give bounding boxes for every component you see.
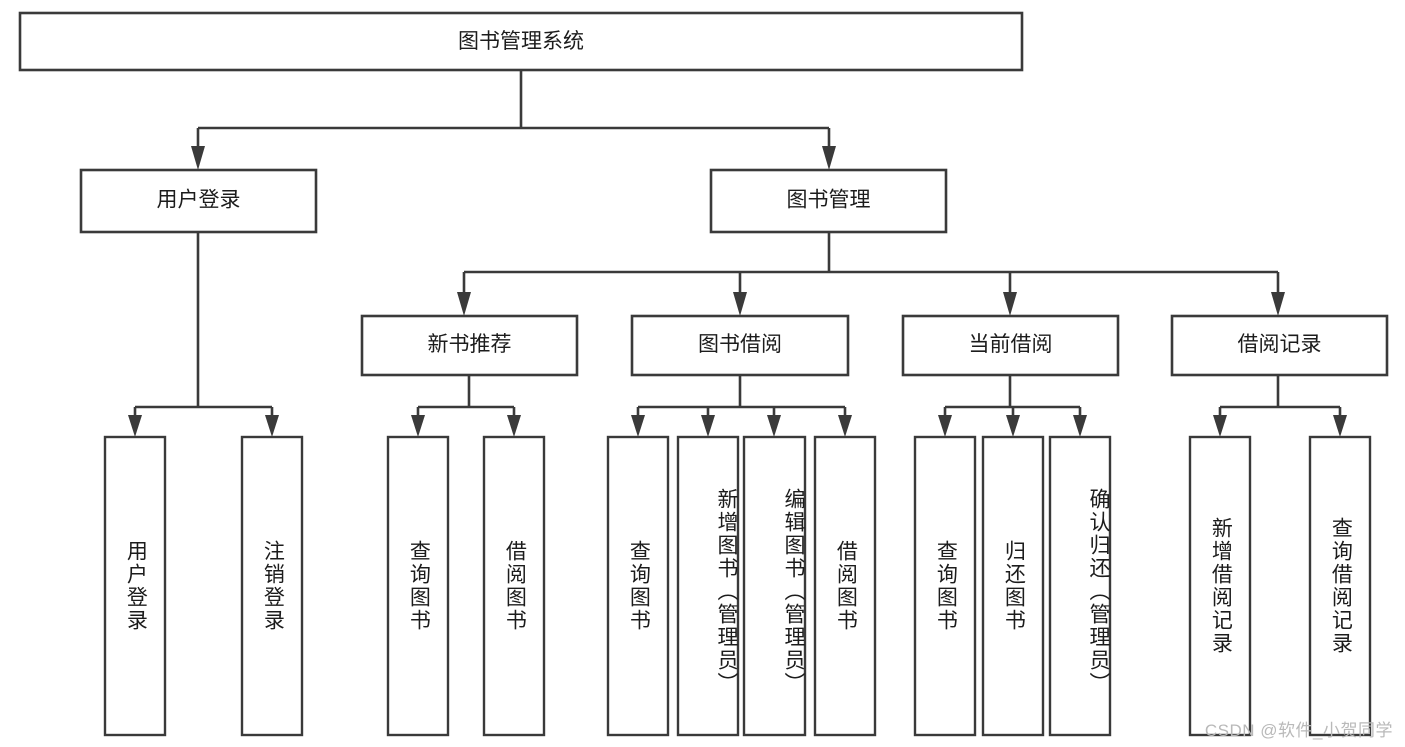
node-new-book-rec[interactable]: 新书推荐 <box>360 314 579 377</box>
arrow-head-book-manage <box>822 146 836 170</box>
connector-group <box>128 70 1347 437</box>
node-root[interactable]: 图书管理系统 <box>18 11 1024 72</box>
node-borrow-record-label: 借阅记录 <box>1238 333 1322 356</box>
node-current-borrow-label: 当前借阅 <box>969 333 1053 356</box>
arrow-head-leaf-query-book-2 <box>631 415 645 437</box>
node-leaf-return-book-box[interactable] <box>981 435 1045 737</box>
node-leaf-user-login-box[interactable] <box>103 435 167 737</box>
arrow-head-leaf-query-record <box>1333 415 1347 437</box>
node-leaf-user-logout-box[interactable] <box>240 435 304 737</box>
node-root-label: 图书管理系统 <box>458 30 584 53</box>
arrow-head-borrow-record <box>1271 292 1285 316</box>
arrow-head-leaf-user-login <box>128 415 142 437</box>
node-leaf-query-book-2-box[interactable] <box>606 435 670 737</box>
arrow-head-leaf-query-book-1 <box>411 415 425 437</box>
arrow-head-new-book-rec <box>457 292 471 316</box>
arrow-head-leaf-edit-book <box>767 415 781 437</box>
node-leaf-add-record-box[interactable] <box>1188 435 1252 737</box>
node-new-book-rec-box[interactable] <box>360 314 579 377</box>
node-user-login-box[interactable] <box>79 168 318 234</box>
arrow-head-leaf-borrow-book-2 <box>838 415 852 437</box>
arrow-head-leaf-confirm-return <box>1073 415 1087 437</box>
arrow-head-leaf-user-logout <box>265 415 279 437</box>
node-leaf-query-record-box[interactable] <box>1308 435 1372 737</box>
node-leaf-confirm-return-box[interactable] <box>1048 435 1112 737</box>
node-book-borrow-label: 图书借阅 <box>698 333 782 356</box>
arrow-head-book-borrow <box>733 292 747 316</box>
node-leaf-borrow-book-1-box[interactable] <box>482 435 546 737</box>
arrow-head-leaf-add-record <box>1213 415 1227 437</box>
arrow-head-leaf-return-book <box>1006 415 1020 437</box>
node-new-book-rec-label: 新书推荐 <box>428 333 512 356</box>
node-leaf-borrow-book-2-box[interactable] <box>813 435 877 737</box>
node-book-borrow[interactable]: 图书借阅 <box>630 314 850 377</box>
node-leaf-edit-book-box[interactable] <box>742 435 807 737</box>
arrow-head-user-login <box>191 146 205 170</box>
node-user-login[interactable]: 用户登录 <box>79 168 318 234</box>
node-leaf-query-book-3-box[interactable] <box>913 435 977 737</box>
arrow-head-current-borrow <box>1003 292 1017 316</box>
leaf-box-group <box>103 435 1372 737</box>
node-leaf-query-book-1-box[interactable] <box>386 435 450 737</box>
node-book-manage-label: 图书管理 <box>787 189 871 212</box>
arrow-head-leaf-add-book <box>701 415 715 437</box>
node-borrow-record-box[interactable] <box>1170 314 1389 377</box>
arrow-head-leaf-borrow-book-1 <box>507 415 521 437</box>
node-book-borrow-box[interactable] <box>630 314 850 377</box>
node-borrow-record[interactable]: 借阅记录 <box>1170 314 1389 377</box>
node-current-borrow[interactable]: 当前借阅 <box>901 314 1120 377</box>
csdn-watermark: CSDN @软件_小贺同学 <box>1204 721 1393 740</box>
node-current-borrow-box[interactable] <box>901 314 1120 377</box>
node-user-login-label: 用户登录 <box>157 189 241 212</box>
node-leaf-add-book-box[interactable] <box>676 435 740 737</box>
node-book-manage-box[interactable] <box>709 168 948 234</box>
node-root-box[interactable] <box>18 11 1024 72</box>
node-book-manage[interactable]: 图书管理 <box>709 168 948 234</box>
arrow-head-leaf-query-book-3 <box>938 415 952 437</box>
